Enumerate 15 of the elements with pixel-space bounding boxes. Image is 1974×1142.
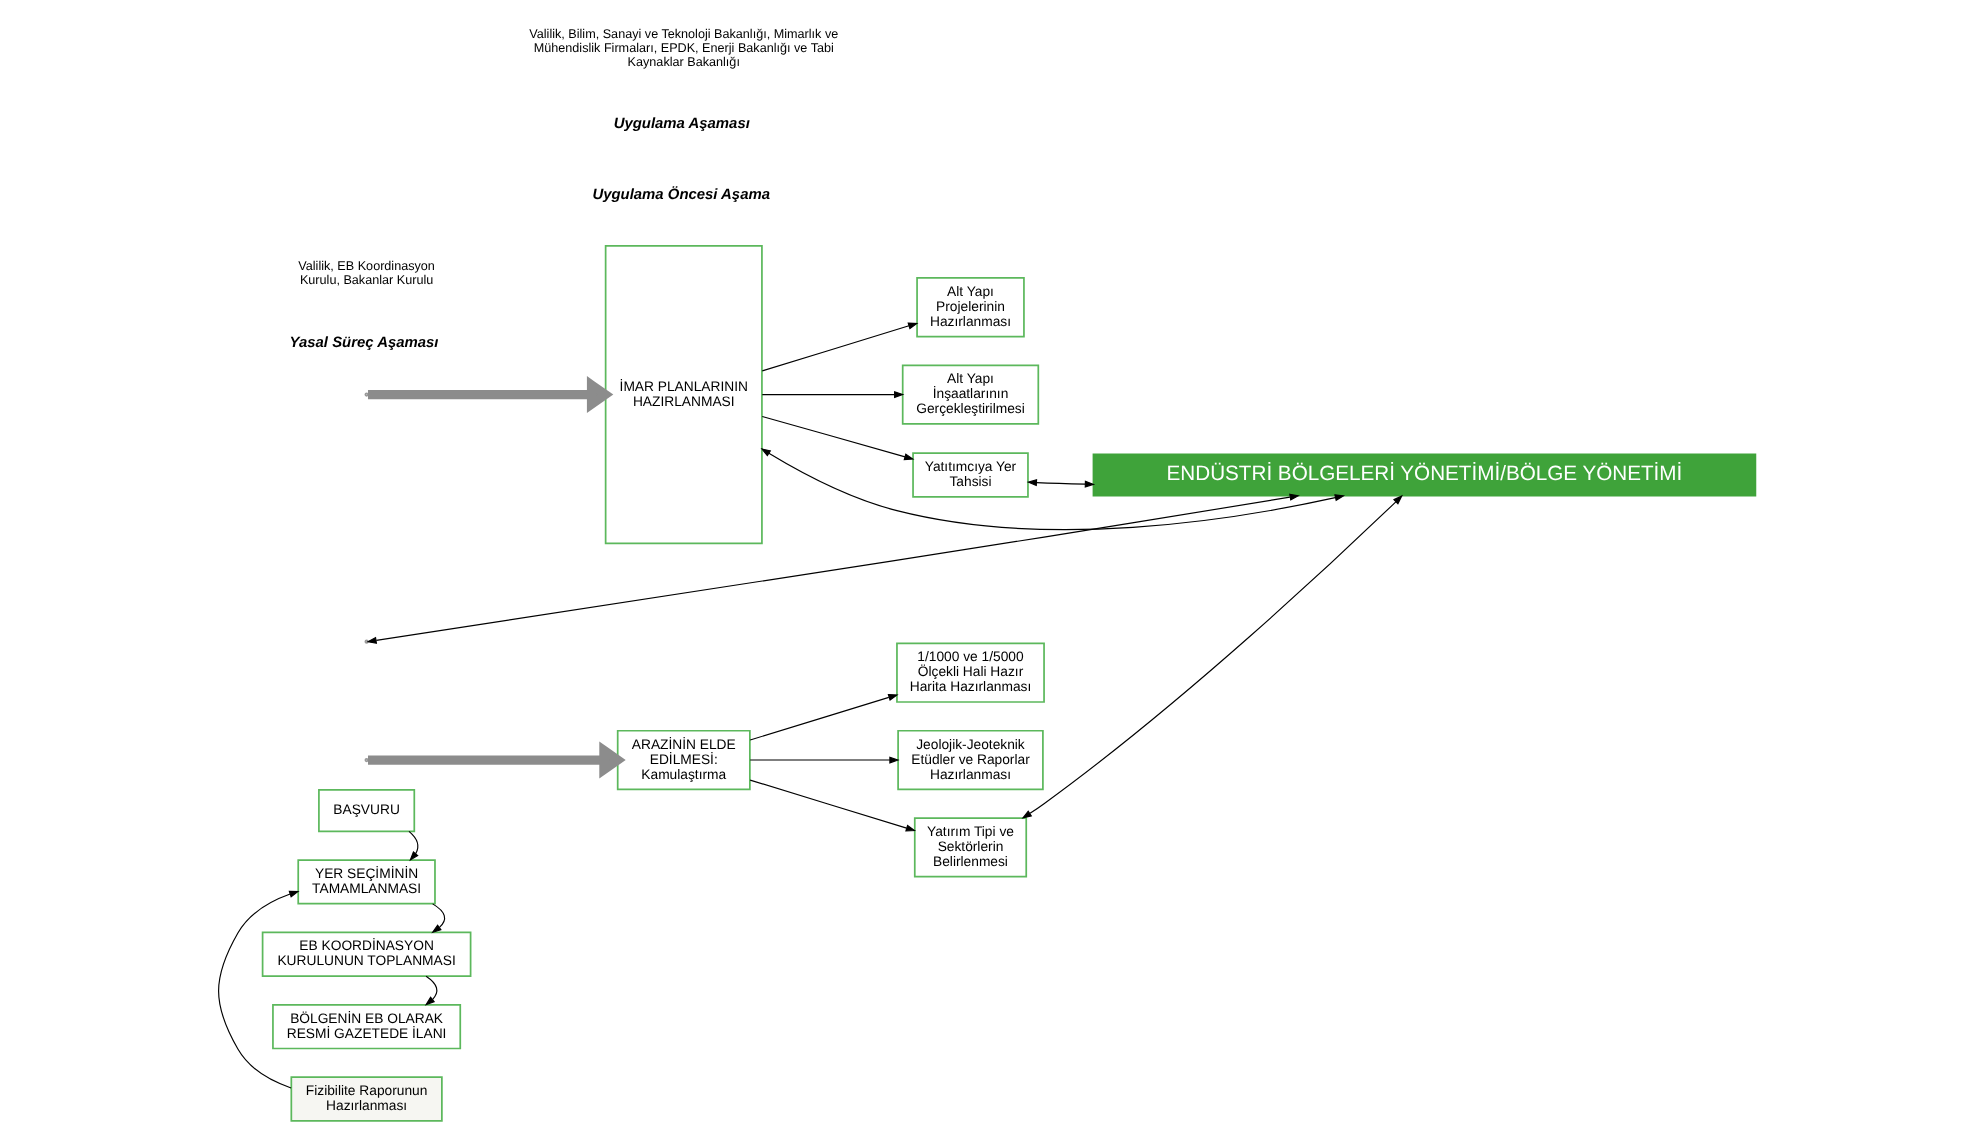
arrow: [761, 322, 919, 372]
arrow: [749, 694, 899, 741]
arrow: [368, 741, 626, 779]
arrow: [218, 890, 300, 1089]
arrow: [368, 376, 614, 414]
arrow: [408, 830, 419, 862]
arrow: [749, 756, 900, 764]
arrow: [431, 903, 446, 934]
arrow: [749, 779, 917, 832]
arrow: [424, 975, 438, 1006]
node-box: ENDÜSTRİ BÖLGELERİ YÖNETİMİ/BÖLGE YÖNETİMİ: [1092, 453, 1757, 497]
arrow: [1021, 494, 1403, 819]
arrow: [1026, 478, 1096, 488]
arrow: [761, 415, 915, 461]
arrow: [761, 390, 905, 399]
